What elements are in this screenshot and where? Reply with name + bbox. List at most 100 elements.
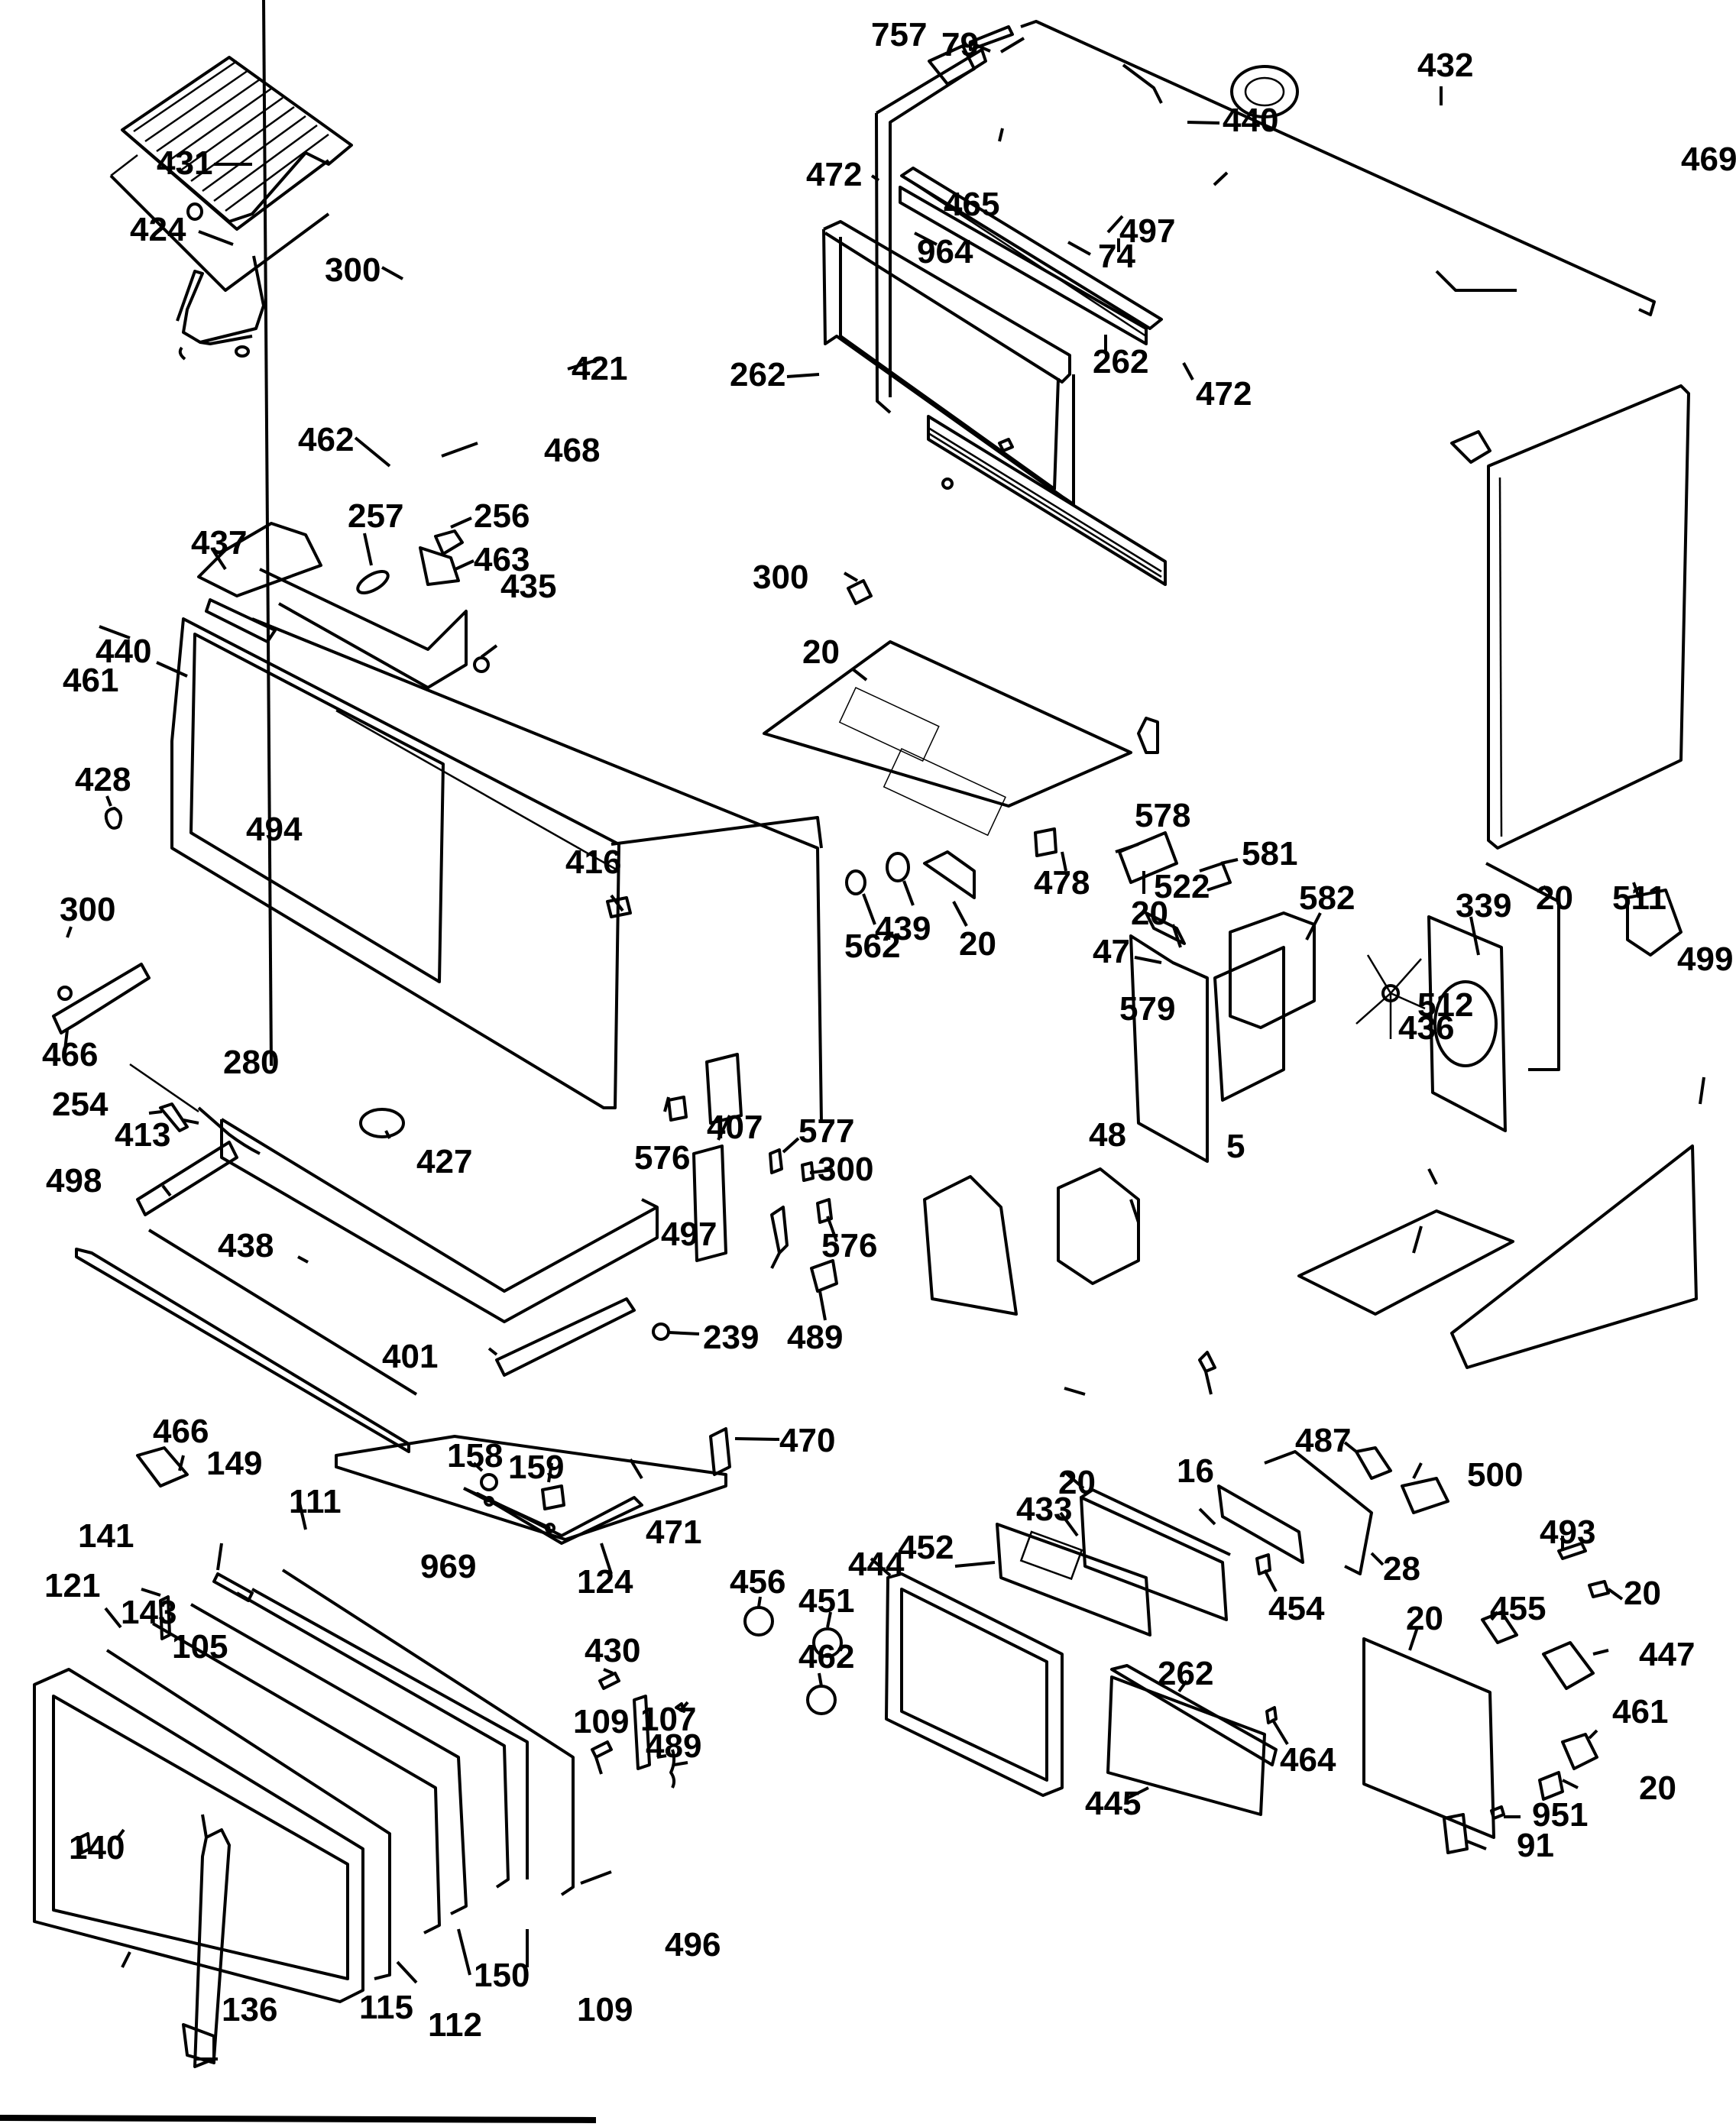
label-109: 109 xyxy=(573,1703,629,1740)
label-47: 47 xyxy=(1093,933,1130,970)
spring-496 xyxy=(669,1749,676,1789)
bracket-20-f xyxy=(1588,1580,1610,1598)
switch-576 xyxy=(667,1096,833,1224)
label-300-b: 300 xyxy=(60,891,115,928)
plug-239 xyxy=(652,1322,670,1341)
bushing-562 xyxy=(845,869,866,895)
label-432: 432 xyxy=(1417,47,1473,84)
label-20: 20 xyxy=(802,633,840,671)
filter-430 xyxy=(476,1492,643,1545)
vent-assembly-262-lower xyxy=(927,415,1167,754)
switch-489 xyxy=(810,1259,838,1293)
switch-577 xyxy=(769,1148,783,1174)
part-labels: 431 424 300 421 462 468 757 79 440 432 4… xyxy=(42,16,1736,2044)
motor-427 xyxy=(359,1108,405,1138)
fan-bracket-339 xyxy=(1427,915,1507,1132)
door-seal-124 xyxy=(281,1569,575,1896)
bracket-463 xyxy=(419,546,460,586)
label-582: 582 xyxy=(1299,879,1355,917)
bracket-20-c xyxy=(923,850,976,899)
label-471: 471 xyxy=(646,1514,701,1551)
label-451: 451 xyxy=(798,1582,854,1620)
label-158: 158 xyxy=(447,1437,503,1475)
label-111: 111 xyxy=(289,1483,342,1520)
label-141: 141 xyxy=(78,1517,134,1555)
side-bracket-469 xyxy=(1450,430,1491,464)
latch-hook-109-b xyxy=(591,1740,613,1759)
door-switch-bracket-407 xyxy=(692,1053,743,1262)
label-401: 401 xyxy=(382,1338,438,1375)
shelf-support-421 xyxy=(176,255,265,345)
thermal-cutout-5 xyxy=(1198,1351,1216,1373)
label-105: 105 xyxy=(172,1628,228,1666)
washer-468 xyxy=(235,345,250,358)
outer-frame-262 xyxy=(822,220,1075,506)
label-489-b: 489 xyxy=(646,1727,701,1765)
magnetron-579 xyxy=(1057,1167,1140,1285)
light-socket-158 xyxy=(480,1473,498,1491)
thermistor-493 xyxy=(1557,1542,1587,1560)
label-511: 511 xyxy=(1612,879,1666,917)
label-435: 435 xyxy=(500,568,556,605)
base-shelf-436 xyxy=(1297,1209,1514,1316)
latch-lever-489 xyxy=(633,1695,651,1770)
label-562: 562 xyxy=(844,928,900,965)
latch-hook-109-a xyxy=(598,1672,620,1690)
fuse-159 xyxy=(541,1484,565,1510)
label-462: 462 xyxy=(298,421,354,458)
label-499: 499 xyxy=(1677,940,1733,978)
label-438: 438 xyxy=(218,1227,274,1264)
label-136: 136 xyxy=(222,1991,277,2028)
label-262-c: 262 xyxy=(1158,1655,1213,1692)
leader-lines xyxy=(63,0,1705,2061)
mounting-plate-440-top xyxy=(928,44,976,86)
label-150: 150 xyxy=(474,1957,530,1994)
grommet-300-c xyxy=(801,1161,815,1182)
label-461-b: 461 xyxy=(1612,1693,1668,1730)
base-frame-499 xyxy=(1450,1144,1698,1369)
label-478: 478 xyxy=(1034,864,1090,902)
label-472-b: 472 xyxy=(1196,375,1252,413)
label-262-b: 262 xyxy=(1093,343,1148,380)
bracket-28 xyxy=(1264,1450,1373,1575)
label-16: 16 xyxy=(1177,1452,1214,1490)
label-494: 494 xyxy=(246,811,303,848)
label-461: 461 xyxy=(63,662,118,699)
timer-447 xyxy=(1542,1641,1595,1690)
label-107: 107 xyxy=(640,1701,696,1738)
label-469: 469 xyxy=(1681,141,1736,178)
vent-grille-497 xyxy=(900,167,1163,338)
grommet-300-b xyxy=(57,986,73,1001)
cover-20-perforated xyxy=(763,640,1132,837)
label-20-f: 20 xyxy=(1624,1575,1661,1612)
relay-500 xyxy=(1401,1477,1449,1514)
door-screen-112 xyxy=(190,1603,468,1915)
label-578: 578 xyxy=(1135,797,1190,834)
base-plate-438 xyxy=(75,1229,418,1453)
hinge-466 xyxy=(52,963,151,1034)
label-280: 280 xyxy=(223,1044,279,1081)
side-panel-472 xyxy=(1487,384,1690,850)
label-20-b: 20 xyxy=(1131,895,1168,932)
label-444: 444 xyxy=(848,1546,905,1583)
clip-428 xyxy=(104,807,123,830)
label-522: 522 xyxy=(1154,868,1210,905)
label-257: 257 xyxy=(348,497,403,535)
label-407: 407 xyxy=(707,1109,763,1146)
bracket-91 xyxy=(1443,1813,1469,1854)
label-262: 262 xyxy=(730,356,785,393)
label-462-b: 462 xyxy=(798,1638,854,1675)
label-472: 472 xyxy=(806,156,862,193)
capacitor-578 xyxy=(1118,831,1178,884)
knob-456 xyxy=(743,1606,774,1637)
label-143: 143 xyxy=(121,1594,177,1631)
label-466: 466 xyxy=(42,1036,98,1073)
label-454: 454 xyxy=(1268,1590,1325,1627)
lamp-socket-256 xyxy=(434,529,464,555)
label-416: 416 xyxy=(565,843,621,881)
label-428: 428 xyxy=(75,761,131,798)
thermistor-478 xyxy=(1034,827,1057,857)
wave-guide-48 xyxy=(923,1175,1018,1316)
probe-jack-254 xyxy=(159,1102,189,1132)
label-500: 500 xyxy=(1467,1456,1523,1494)
